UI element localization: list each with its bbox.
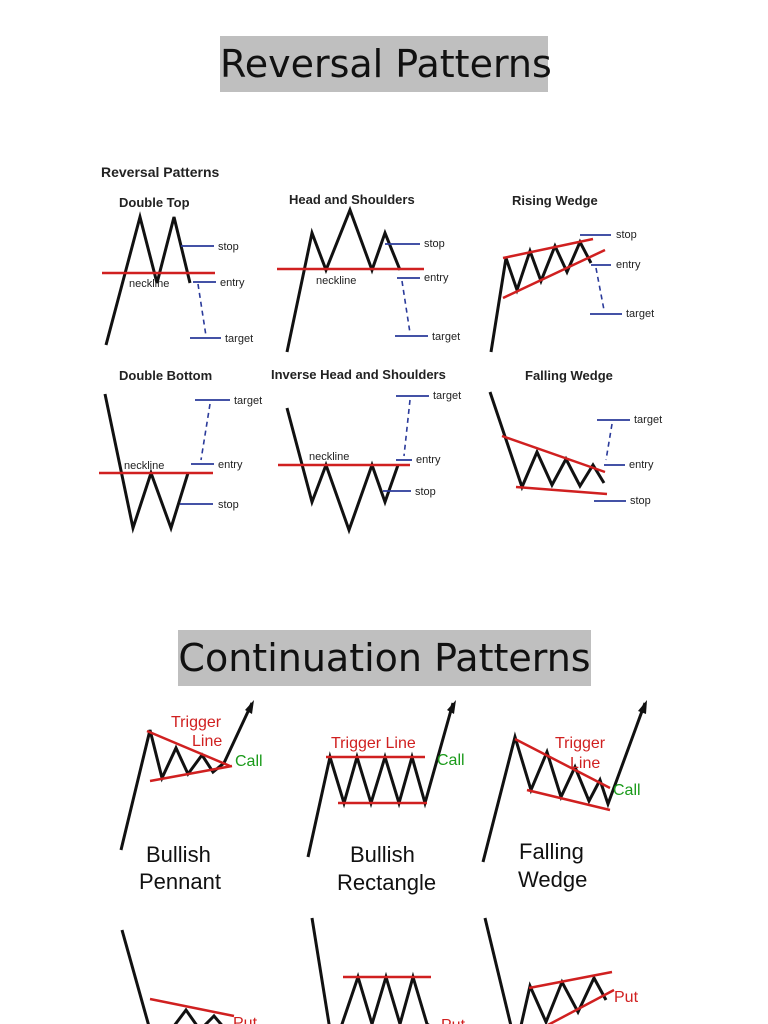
- bullish-pennant-call-label: Call: [235, 753, 263, 770]
- bullish-pennant-upper-line: [146, 729, 231, 768]
- double-top-dash: [197, 283, 207, 337]
- rising-wedge-pattern: Rising Wedge stop entry target: [489, 193, 654, 353]
- bullish-rectangle-title-line1: Bullish: [350, 842, 415, 867]
- continuation-falling-wedge-price-line: [481, 702, 647, 863]
- bullish-pennant-lower-line: [149, 764, 233, 783]
- reversal-panel: Reversal Patterns Double Top neckline st…: [99, 164, 662, 535]
- head-shoulders-dash: [401, 280, 411, 334]
- continuation-falling-wedge-pattern: Trigger Line Call Falling Wedge: [481, 700, 647, 892]
- inverse-head-shoulders-pattern: Inverse Head and Shoulders neckline targ…: [271, 367, 461, 535]
- rising-wedge-stop-label: stop: [616, 229, 637, 241]
- double-top-pattern: Double Top neckline stop entry target: [102, 195, 253, 346]
- bearish-rectangle-pattern: Put: [310, 917, 466, 1024]
- double-bottom-target-label: target: [234, 395, 262, 407]
- rising-wedge-continuation-pattern: Put: [483, 917, 639, 1024]
- continuation-falling-wedge-call-label: Call: [613, 782, 641, 799]
- inverse-head-shoulders-stop-label: stop: [415, 486, 436, 498]
- double-bottom-dash: [200, 403, 211, 461]
- rising-wedge-continuation-upper-line: [528, 970, 613, 990]
- double-top-neckline-label: neckline: [129, 278, 169, 290]
- bullish-rectangle-title-line2: Rectangle: [337, 870, 436, 895]
- bearish-pennant-swing-line: [173, 1007, 223, 1024]
- double-top-price-line: [104, 211, 192, 346]
- inverse-head-shoulders-neckline-label: neckline: [309, 451, 349, 463]
- rising-wedge-continuation-put-label: Put: [614, 989, 639, 1006]
- falling-wedge-entry-label: entry: [629, 459, 654, 471]
- falling-wedge-pattern: Falling Wedge target entry stop: [488, 368, 662, 507]
- falling-wedge-title: Falling Wedge: [525, 368, 613, 383]
- bearish-rectangle-price-line: [310, 917, 331, 1024]
- continuation-panel: Trigger Line Call Bullish Pennant Trigge…: [119, 700, 647, 1024]
- bearish-rectangle-put-label: Put: [441, 1017, 466, 1024]
- bullish-rectangle-call-label: Call: [437, 752, 465, 769]
- falling-wedge-target-label: target: [634, 414, 662, 426]
- continuation-falling-wedge-upper-line: [514, 737, 611, 790]
- bullish-rectangle-pattern: Trigger Line Call Bullish Rectangle: [306, 700, 465, 895]
- bullish-rectangle-price-line: [306, 702, 455, 858]
- bullish-pennant-pattern: Trigger Line Call Bullish Pennant: [119, 700, 263, 894]
- continuation-falling-wedge-lower-line: [526, 788, 611, 812]
- falling-wedge-stop-label: stop: [630, 495, 651, 507]
- continuation-falling-wedge-title-line1: Falling: [519, 839, 584, 864]
- rising-wedge-continuation-lower-line: [547, 988, 615, 1024]
- bearish-rectangle-swing-line: [340, 971, 430, 1024]
- continuation-falling-wedge-trigger-label: Trigger: [555, 735, 606, 752]
- bullish-pennant-arrow-icon: [245, 700, 254, 714]
- bearish-pennant-put-label: Put: [233, 1015, 258, 1024]
- inverse-head-shoulders-dash: [403, 399, 411, 457]
- head-shoulders-pattern: Head and Shoulders neckline stop entry t…: [277, 192, 460, 353]
- rising-wedge-entry-label: entry: [616, 259, 641, 271]
- continuation-heading: Continuation Patterns: [178, 630, 591, 686]
- double-bottom-stop-label: stop: [218, 499, 239, 511]
- inverse-head-shoulders-title: Inverse Head and Shoulders: [271, 367, 446, 382]
- head-shoulders-neckline-label: neckline: [316, 275, 356, 287]
- head-shoulders-stop-label: stop: [424, 238, 445, 250]
- bullish-rectangle-trigger-line-label: Trigger Line: [331, 735, 416, 752]
- bullish-rectangle-arrow-icon: [447, 700, 456, 714]
- bullish-pennant-trigger-label: Trigger: [171, 714, 222, 731]
- double-bottom-pattern: Double Bottom neckline target entry stop: [99, 368, 262, 534]
- rising-wedge-target-label: target: [626, 308, 654, 320]
- continuation-falling-wedge-line-label: Line: [570, 755, 600, 772]
- rising-wedge-continuation-price-line: [483, 917, 513, 1024]
- rising-wedge-lower-line: [502, 248, 606, 300]
- reversal-panel-title: Reversal Patterns: [101, 164, 220, 180]
- continuation-falling-wedge-arrow-icon: [638, 700, 647, 714]
- falling-wedge-dash: [605, 423, 613, 461]
- inverse-head-shoulders-target-label: target: [433, 390, 461, 402]
- head-shoulders-target-label: target: [432, 331, 460, 343]
- double-bottom-entry-label: entry: [218, 459, 243, 471]
- continuation-falling-wedge-title-line2: Wedge: [518, 867, 587, 892]
- bullish-pennant-title-line1: Bullish: [146, 842, 211, 867]
- head-shoulders-title: Head and Shoulders: [289, 192, 415, 207]
- bearish-pennant-pattern: Put: [120, 929, 258, 1024]
- double-bottom-title: Double Bottom: [119, 368, 212, 383]
- reversal-heading: Reversal Patterns: [220, 36, 552, 92]
- bearish-pennant-price-line: [120, 929, 150, 1024]
- inverse-head-shoulders-price-line: [285, 407, 400, 535]
- double-top-stop-label: stop: [218, 241, 239, 253]
- rising-wedge-upper-line: [502, 237, 594, 260]
- head-shoulders-price-line: [285, 205, 402, 353]
- head-shoulders-entry-label: entry: [424, 272, 449, 284]
- bullish-pennant-title-line2: Pennant: [139, 869, 221, 894]
- inverse-head-shoulders-entry-label: entry: [416, 454, 441, 466]
- rising-wedge-title: Rising Wedge: [512, 193, 598, 208]
- falling-wedge-lower-line: [515, 485, 608, 496]
- double-top-target-label: target: [225, 333, 253, 345]
- rising-wedge-dash: [595, 267, 605, 311]
- bullish-pennant-line-label: Line: [192, 733, 222, 750]
- falling-wedge-upper-line: [501, 434, 606, 474]
- bearish-pennant-upper-line: [149, 997, 235, 1018]
- double-top-entry-label: entry: [220, 277, 245, 289]
- double-top-title: Double Top: [119, 195, 190, 210]
- double-bottom-neckline-label: neckline: [124, 460, 164, 472]
- falling-wedge-price-line: [488, 391, 606, 492]
